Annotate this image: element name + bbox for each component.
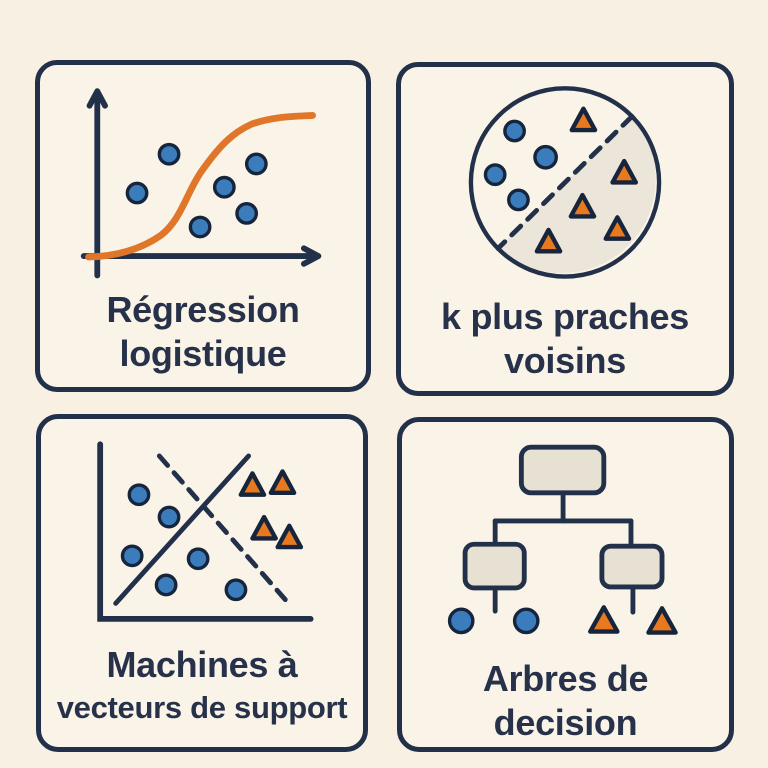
- data-point-triangle: [568, 192, 597, 219]
- data-point-dot: [503, 119, 526, 143]
- panel-label-decision-trees: Arbres de decision: [402, 657, 729, 745]
- panel-label-svm: Machines à vecteurs de support: [41, 643, 363, 729]
- label-line: logistique: [119, 333, 287, 374]
- data-point-triangle: [603, 215, 632, 241]
- y-axis-arrow-icon: [86, 88, 108, 109]
- x-axis-arrow-icon: [300, 245, 322, 267]
- data-point-dot: [186, 547, 210, 571]
- data-point-triangle: [238, 471, 267, 497]
- axes: [97, 441, 314, 622]
- label-line: vecteurs de support: [56, 690, 348, 725]
- data-point-triangle: [610, 158, 638, 185]
- panel-k-nearest-neighbors: k plus praches voisins: [396, 62, 734, 396]
- scatter-dots: [125, 142, 268, 239]
- knn-triangles: [534, 106, 638, 254]
- data-point-dot: [125, 181, 149, 205]
- data-point-triangle: [250, 514, 278, 541]
- decision-boundary-line: [113, 453, 251, 606]
- label-line: k plus praches: [441, 296, 689, 337]
- margin-dashed-line: [156, 453, 293, 608]
- panel-label-knn: k plus praches voisins: [401, 295, 729, 383]
- label-line: voisins: [504, 340, 626, 381]
- data-point-triangle: [534, 227, 563, 254]
- decision-tree-diagram: [447, 444, 678, 635]
- tree-left-node: [462, 541, 527, 591]
- leaf-triangle: [646, 606, 678, 635]
- data-point-dot: [483, 163, 507, 187]
- data-point-dot: [533, 144, 558, 170]
- data-point-triangle: [275, 523, 304, 550]
- data-point-dot: [235, 201, 259, 225]
- data-point-dot: [507, 188, 530, 212]
- tree-edges: [492, 490, 636, 615]
- svm-diagram: [97, 441, 314, 622]
- label-line: Machines à: [106, 644, 298, 685]
- data-point-dot: [188, 215, 212, 239]
- label-line: Arbres de: [482, 658, 649, 699]
- leaf-dot: [447, 607, 475, 635]
- data-point-dot: [120, 544, 144, 568]
- data-point-dot: [157, 142, 181, 166]
- data-point-dot: [244, 152, 268, 176]
- knn-dots: [483, 119, 558, 212]
- tree-root-node: [518, 444, 607, 496]
- panel-support-vector-machines: Machines à vecteurs de support: [36, 414, 368, 752]
- knn-dashed-divider: [495, 114, 635, 251]
- tree-leaves: [447, 605, 678, 635]
- data-point-dot: [212, 175, 236, 199]
- leaf-triangle: [588, 605, 620, 634]
- sigmoid-curve: [85, 112, 316, 261]
- panel-logistic-regression: Régression logistique: [35, 60, 371, 392]
- knn-diagram: [468, 86, 662, 279]
- svm-dots: [120, 483, 248, 602]
- data-point-dot: [154, 573, 178, 597]
- label-line: Régression: [106, 289, 300, 330]
- logistic-regression-diagram: [80, 88, 322, 279]
- label-line: decision: [493, 702, 638, 743]
- data-point-dot: [224, 578, 248, 602]
- panel-label-logistic-regression: Régression logistique: [40, 288, 366, 376]
- data-point-dot: [157, 505, 181, 529]
- data-point-triangle: [268, 469, 297, 495]
- data-point-triangle: [569, 106, 598, 133]
- leaf-dot: [512, 607, 540, 635]
- panel-decision-trees: Arbres de decision: [397, 417, 734, 752]
- data-point-dot: [127, 483, 151, 507]
- svm-triangles: [238, 469, 304, 550]
- tree-right-node: [599, 543, 665, 590]
- knn-circle: [468, 86, 662, 279]
